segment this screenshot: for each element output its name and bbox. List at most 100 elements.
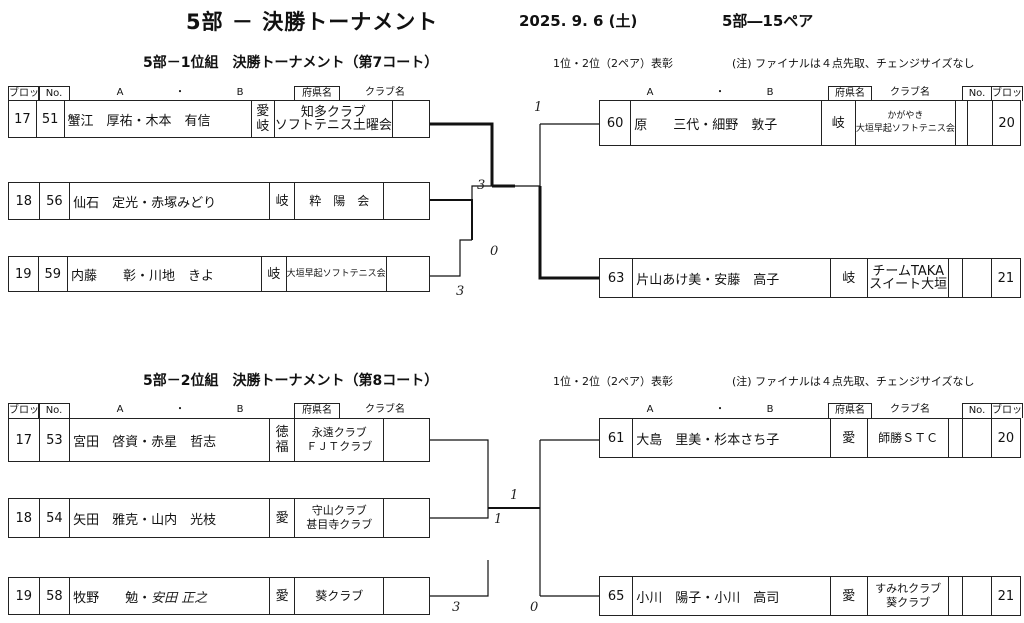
entry-row: 19 58 牧野 勉・安田 正之 愛 葵クラブ (8, 577, 430, 615)
section-2-award-note: 1位・2位（2ペア）表彰 (553, 375, 673, 388)
score-mark: 0 (530, 600, 539, 615)
header-no: No. (38, 403, 70, 418)
event-date: 2025. 9. 6 (土) (519, 12, 638, 30)
entry-club: すみれクラブ 葵クラブ (866, 576, 950, 616)
header-dot: ・ (175, 404, 185, 415)
entry-names: 牧野 勉・安田 正之 (69, 577, 270, 615)
entry-pref: 岐 (268, 182, 296, 220)
entry-blank-no (961, 576, 992, 616)
header-a: A (646, 87, 654, 98)
header-club: クラブ名 (365, 404, 405, 415)
entry-row: 65 小川 陽子・小川 高司 愛 すみれクラブ 葵クラブ 21 (598, 576, 1022, 616)
entry-pref: 愛 (829, 576, 868, 616)
header-a: A (116, 87, 124, 98)
score-mark: 3 (477, 178, 486, 193)
entry-no: 63 (598, 258, 634, 298)
entry-result-cell (383, 498, 430, 538)
entry-row: 63 片山あけ美・安藤 高子 岐 チームTAKA スイート大垣 21 (598, 258, 1022, 298)
entry-block: 20 (992, 100, 1021, 146)
header-a: A (116, 404, 124, 415)
entry-club: 知多クラブ ソフトテニス土曜会 (273, 100, 393, 138)
entry-names: 宮田 啓資・赤星 哲志 (69, 418, 270, 462)
score-mark: 3 (452, 600, 461, 615)
score-mark: 1 (494, 512, 503, 527)
entry-names: 片山あけ美・安藤 高子 (632, 258, 831, 298)
header-a: A (646, 404, 654, 415)
bracket-line (430, 560, 489, 597)
section-1-subtitle: 5部－1位組 決勝トーナメント（第7コート） (143, 55, 439, 71)
entry-result-cell (391, 100, 431, 138)
entry-no: 60 (598, 100, 632, 146)
header-b: B (766, 404, 774, 415)
header-dot: ・ (715, 404, 725, 415)
header-b: B (766, 87, 774, 98)
entry-club: 永遠クラブ ＦＪＴクラブ (294, 418, 385, 462)
header-pref: 府県名 (294, 86, 340, 101)
header-pref: 府県名 (828, 403, 872, 418)
header-club: クラブ名 (890, 404, 930, 415)
entry-block: 20 (990, 418, 1022, 458)
division-count: 5部―15ペア (722, 12, 814, 30)
entry-names-handwritten: 安田 正之 (151, 590, 208, 606)
entry-club: 大垣早起ソフトテニス会 (285, 256, 387, 292)
entry-block: 19 (8, 256, 39, 292)
entry-no: 54 (38, 498, 71, 538)
entry-names: 仙石 定光・赤塚みどり (69, 182, 270, 220)
entry-row: 19 59 内藤 彰・川地 きよ 岐 大垣早起ソフトテニス会 (8, 256, 431, 292)
header-pref: 府県名 (294, 403, 340, 418)
header-dot: ・ (175, 87, 185, 98)
header-club: クラブ名 (365, 87, 405, 98)
entry-blank-no (966, 100, 994, 146)
entry-row: 18 54 矢田 雅克・山内 光枝 愛 守山クラブ 甚目寺クラブ (8, 498, 430, 538)
entry-no: 65 (598, 576, 634, 616)
entry-pref: 岐 (820, 100, 856, 146)
entry-row: 61 大島 里美・杉本さち子 愛 師勝ＳＴＣ 20 (598, 418, 1022, 458)
score-mark: 0 (490, 244, 499, 259)
entry-club: かがやき 大垣早起ソフトテニス会 (854, 100, 956, 146)
entry-row: 60 原 三代・細野 敦子 岐 かがやき 大垣早起ソフトテニス会 20 (598, 100, 1021, 146)
entry-pref: 愛 (268, 577, 296, 615)
bracket-line (471, 185, 540, 200)
entry-club: 師勝ＳＴＣ (866, 418, 950, 458)
entry-pref: 岐 (261, 256, 287, 292)
entry-club: 粋 陽 会 (294, 182, 385, 220)
entry-pref: 愛 岐 (250, 100, 275, 138)
header-pref: 府県名 (828, 86, 872, 101)
header-no: No. (38, 86, 70, 101)
entry-club: チームTAKA スイート大垣 (866, 258, 950, 298)
header-dot: ・ (715, 87, 725, 98)
entry-block: 21 (990, 576, 1022, 616)
entry-names: 内藤 彰・川地 きよ (66, 256, 263, 292)
entry-names-printed: 牧野 勉・ (73, 590, 152, 606)
entry-row: 18 56 仙石 定光・赤塚みどり 岐 粋 陽 会 (8, 182, 430, 220)
entry-pref: 徳 福 (268, 418, 296, 462)
entry-block: 17 (8, 418, 40, 462)
entry-block: 18 (8, 182, 40, 220)
entry-no: 61 (598, 418, 634, 458)
entry-names: 大島 里美・杉本さち子 (632, 418, 831, 458)
section-2-subtitle: 5部－2位組 決勝トーナメント（第8コート） (143, 373, 439, 389)
entry-names: 矢田 雅克・山内 光枝 (69, 498, 270, 538)
entry-names: 蟹江 厚祐・木本 有信 (63, 100, 252, 138)
score-mark: 3 (456, 284, 465, 299)
bracket-line (430, 122, 494, 186)
entry-row: 17 53 宮田 啓資・赤星 哲志 徳 福 永遠クラブ ＦＪＴクラブ (8, 418, 430, 462)
score-mark: 1 (510, 488, 519, 503)
entry-no: 53 (38, 418, 71, 462)
entry-block: 21 (990, 258, 1022, 298)
header-club: クラブ名 (890, 87, 930, 98)
bracket-line (538, 186, 599, 280)
entry-block: 19 (8, 577, 40, 615)
entry-row: 17 51 蟹江 厚祐・木本 有信 愛 岐 知多クラブ ソフトテニス土曜会 (8, 100, 431, 138)
entry-result-cell (383, 577, 430, 615)
bracket-line (430, 439, 489, 508)
section-1-award-note: 1位・2位（2ペア）表彰 (553, 57, 673, 70)
bracket-line (430, 508, 489, 519)
section-1-bracket (430, 122, 599, 280)
bracket-line (430, 239, 472, 277)
entry-result-cell (383, 182, 430, 220)
section-1-rule-note: (注) ファイナルは４点先取、チェンジサイズなし (732, 57, 975, 70)
score-mark: 1 (534, 100, 543, 115)
page-title: 5部 － 決勝トーナメント (186, 10, 439, 34)
